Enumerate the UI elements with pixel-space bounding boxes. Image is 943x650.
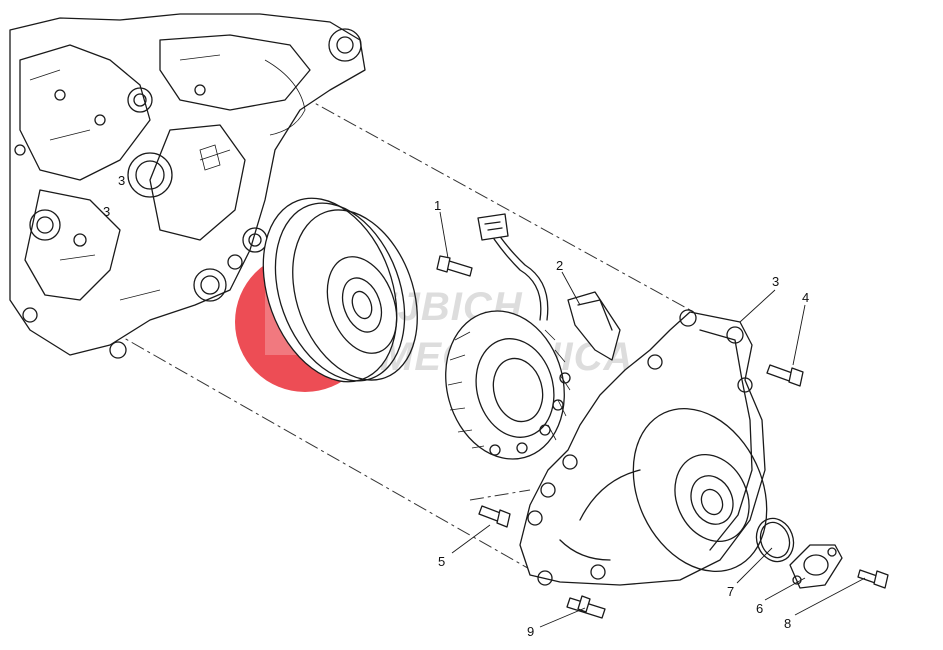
inspection-cap: [789, 544, 843, 589]
callout-6: 6: [756, 601, 763, 616]
crankcase-mark-2: 3: [103, 204, 110, 219]
callout-2: 2: [556, 258, 563, 273]
callout-3: 3: [772, 274, 779, 289]
crankcase-mark-1: 3: [118, 173, 125, 188]
bolt-item-1: [436, 255, 473, 277]
generator-cover: [519, 309, 768, 586]
callout-9: 9: [527, 624, 534, 639]
callout-4: 4: [802, 290, 809, 305]
bolt-item-8: [857, 569, 889, 589]
bolt-item-5: [478, 505, 511, 528]
assembly-axis-lines: [109, 94, 691, 576]
stator: [445, 213, 571, 460]
callout-8: 8: [784, 616, 791, 631]
bolt-item-4: [766, 364, 804, 387]
crankcase: 3 3: [9, 13, 366, 359]
leader-lines: [439, 211, 866, 628]
flywheel-rotor: [262, 197, 418, 383]
callout-7: 7: [727, 584, 734, 599]
callout-5: 5: [438, 554, 445, 569]
callout-numbers: 1 2 3 4 5 6 7 8 9: [434, 198, 809, 639]
pickup-sensor: [567, 291, 621, 361]
o-ring: [755, 517, 795, 563]
stud-item-9: [566, 595, 606, 619]
callout-1: 1: [434, 198, 441, 213]
